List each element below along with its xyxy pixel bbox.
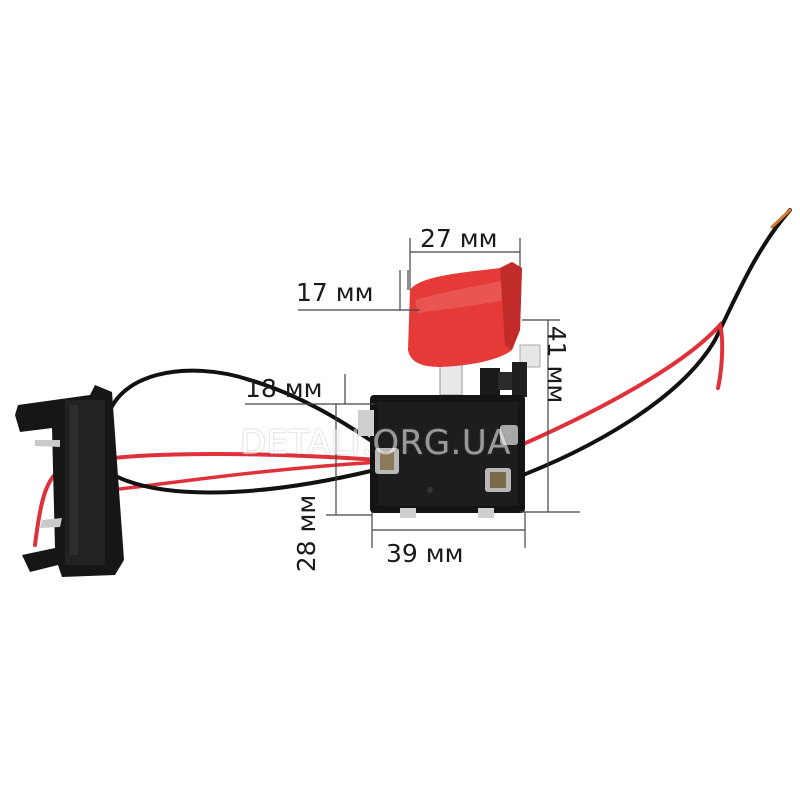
switch-housing bbox=[358, 395, 525, 518]
red-wire-right bbox=[503, 320, 725, 454]
black-wire-tip bbox=[770, 208, 792, 229]
dimension-18mm: 18 мм bbox=[245, 374, 323, 403]
red-trigger bbox=[408, 262, 522, 367]
battery-connector bbox=[15, 385, 124, 577]
dimension-41mm: 41 мм bbox=[542, 325, 572, 404]
dimension-28mm: 28 мм bbox=[292, 494, 322, 573]
dimension-17mm: 17 мм bbox=[296, 278, 374, 307]
watermark-text: DETALI.ORG.UA bbox=[240, 423, 512, 463]
black-wire-right bbox=[508, 208, 792, 482]
black-wire-lower bbox=[103, 468, 377, 495]
wires bbox=[33, 208, 792, 547]
dimension-39mm: 39 мм bbox=[386, 539, 464, 568]
black-wire-top bbox=[103, 368, 372, 442]
dimension-27mm: 27 мм bbox=[420, 224, 498, 253]
red-wire-left-2 bbox=[108, 460, 382, 492]
dimension-lines bbox=[245, 238, 580, 548]
